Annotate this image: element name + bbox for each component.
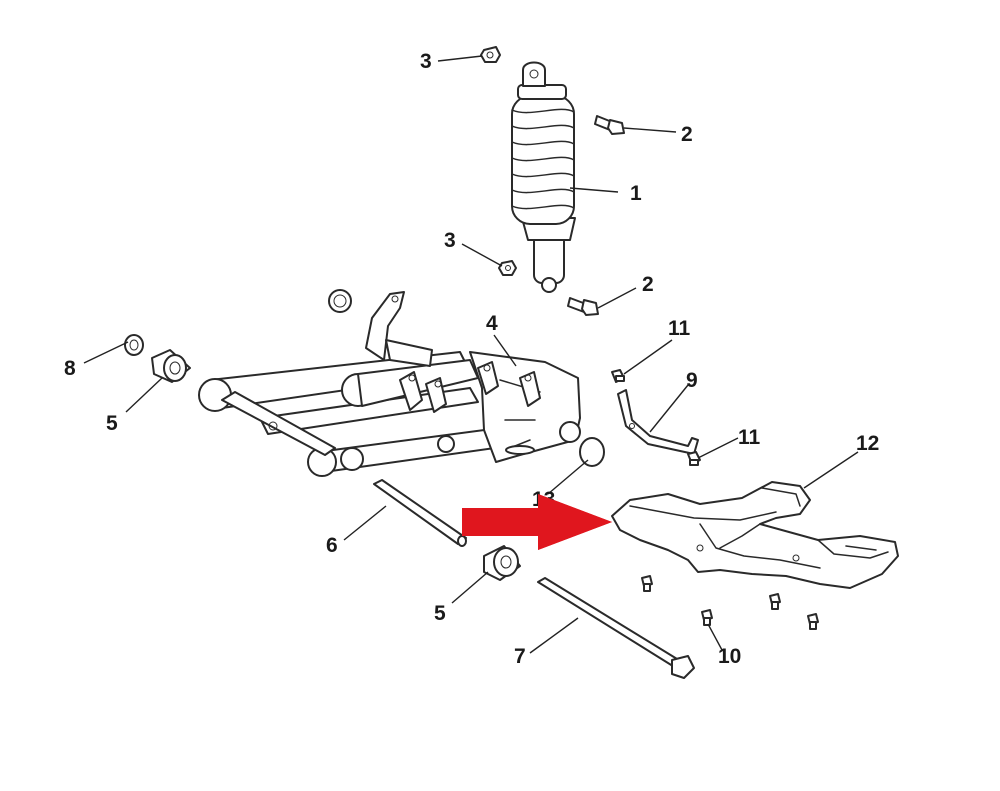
nut-lower bbox=[498, 260, 517, 276]
callout-2-lower: 2 bbox=[642, 273, 654, 296]
callout-12: 12 bbox=[856, 432, 879, 455]
callout-11-lower: 11 bbox=[738, 426, 761, 449]
axle-bolt-7 bbox=[537, 577, 695, 679]
callout-11-upper: 11 bbox=[668, 317, 691, 340]
bracket-9 bbox=[617, 389, 699, 455]
callout-10: 10 bbox=[718, 645, 741, 668]
bushing-lower bbox=[483, 545, 521, 581]
washer-13 bbox=[579, 437, 605, 467]
bushing-upper bbox=[151, 349, 191, 383]
callout-6: 6 bbox=[326, 534, 338, 557]
callout-labels: 1 2 2 3 3 4 5 5 6 7 8 9 10 11 11 12 13 bbox=[64, 50, 879, 668]
callout-3-lower: 3 bbox=[444, 229, 456, 252]
bolt-11-lower bbox=[687, 451, 701, 466]
callout-5-lower: 5 bbox=[434, 602, 446, 625]
callout-9: 9 bbox=[686, 369, 698, 392]
bolt-lower bbox=[567, 297, 599, 316]
bolts-10 bbox=[641, 575, 819, 630]
highlight-arrow-overlay bbox=[462, 494, 612, 550]
leader-lines bbox=[83, 55, 859, 654]
swing-arm bbox=[198, 291, 581, 477]
callout-3-top: 3 bbox=[420, 50, 432, 73]
callout-5-upper: 5 bbox=[106, 412, 118, 435]
callout-4: 4 bbox=[486, 312, 498, 335]
callout-1: 1 bbox=[630, 182, 642, 205]
bolt-11-upper bbox=[611, 369, 625, 383]
skid-plate bbox=[611, 481, 899, 589]
shock-absorber bbox=[511, 61, 576, 293]
nut-top bbox=[480, 46, 501, 63]
callout-2-top: 2 bbox=[681, 123, 693, 146]
washer-upper bbox=[328, 289, 352, 313]
callout-8: 8 bbox=[64, 357, 76, 380]
washer-8 bbox=[124, 334, 144, 356]
pivot-shaft-6 bbox=[373, 479, 467, 547]
bolt-top bbox=[594, 115, 625, 135]
callout-7: 7 bbox=[514, 645, 526, 668]
